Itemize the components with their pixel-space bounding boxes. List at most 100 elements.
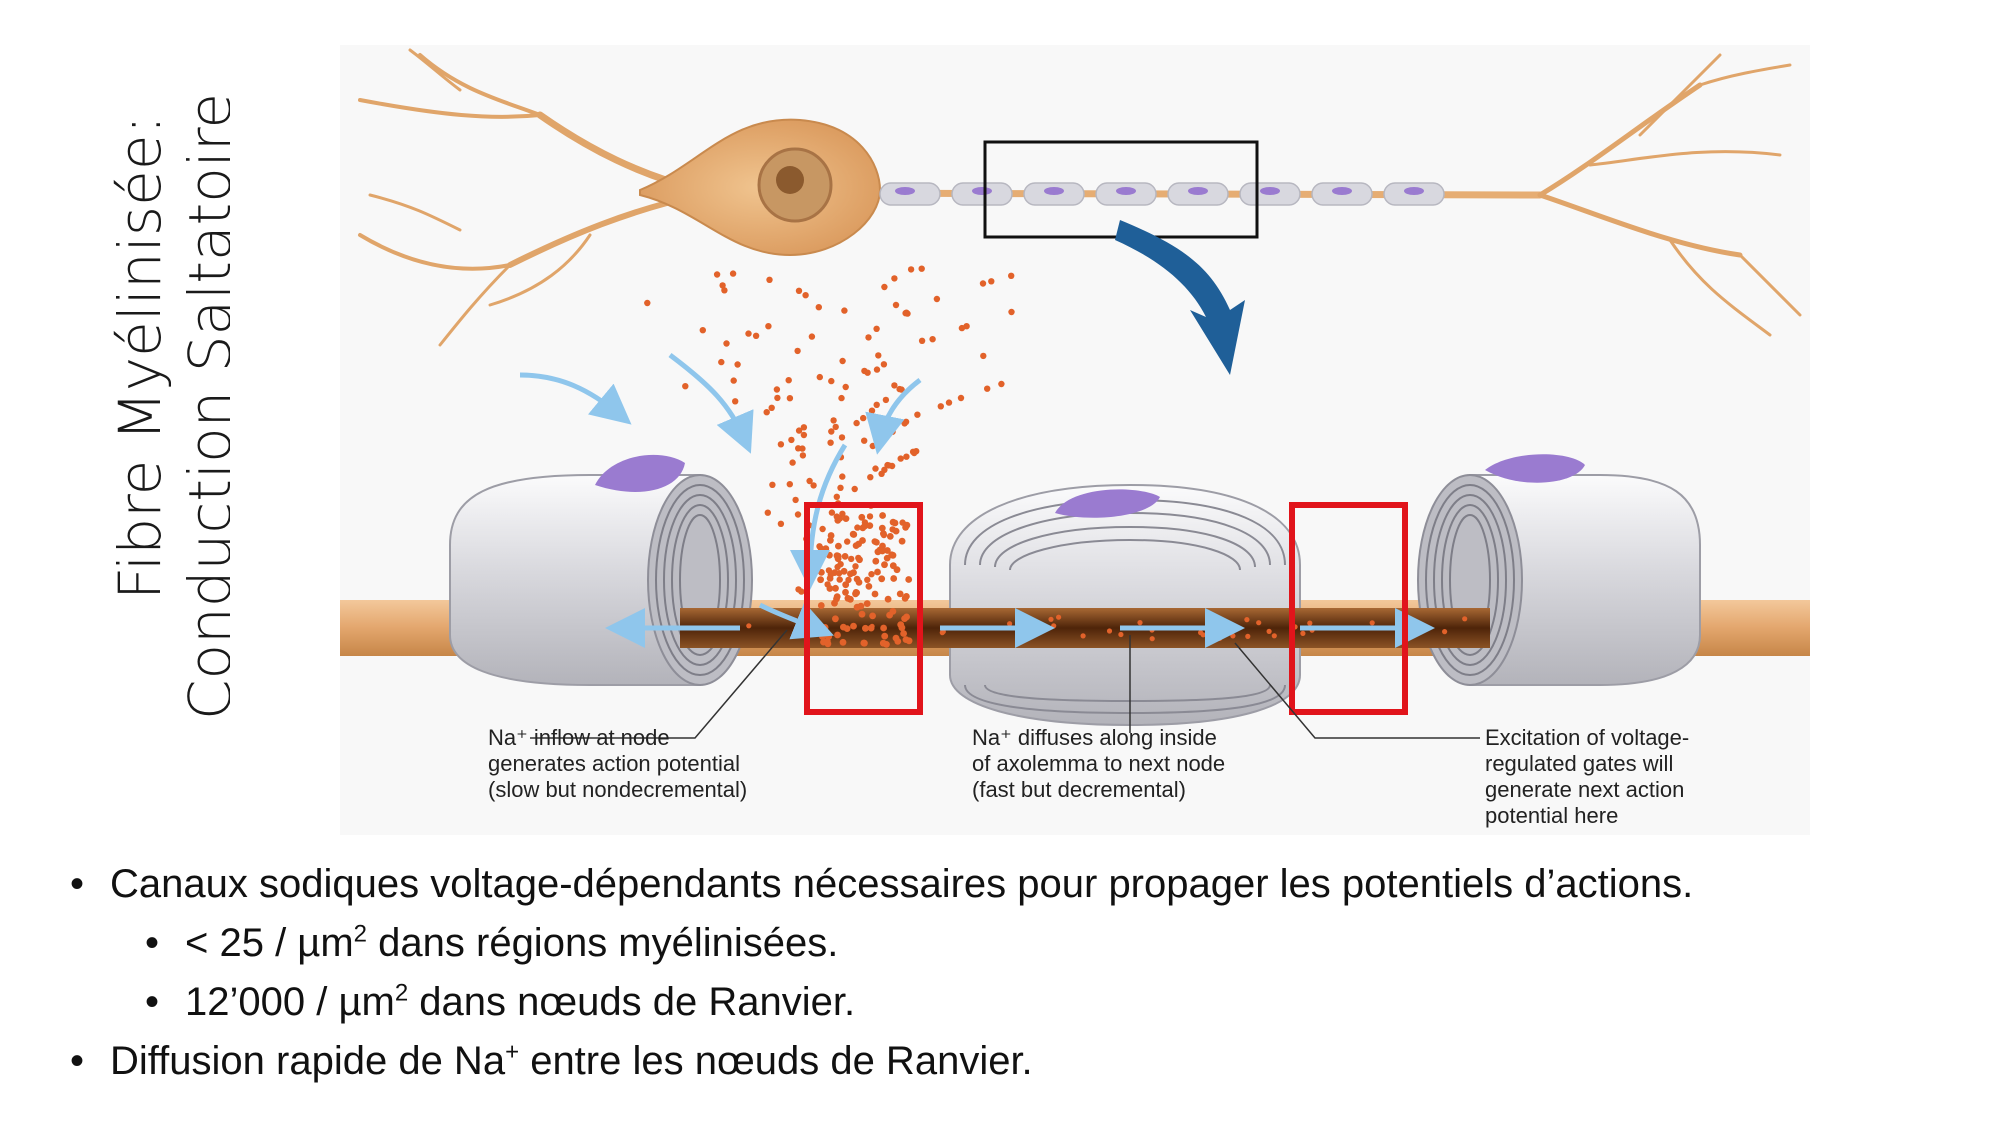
sodium-ion — [873, 366, 881, 373]
sodium-ion — [833, 552, 841, 560]
bullet-dot-icon: • — [145, 921, 160, 965]
sodium-ion — [937, 403, 944, 410]
sodium-ion — [719, 282, 726, 289]
sodium-ion — [900, 630, 907, 637]
sodium-ion — [860, 414, 867, 422]
sodium-ion — [902, 310, 909, 317]
sodium-ion — [799, 452, 807, 459]
sodium-ion — [1048, 616, 1054, 622]
sodium-ion — [892, 301, 900, 309]
sodium-ion — [902, 523, 909, 531]
sodium-ion — [844, 594, 852, 602]
sodium-ion — [810, 482, 817, 489]
sodium-ion — [840, 623, 847, 631]
sodium-ion — [869, 612, 876, 620]
bullet-list: • Canaux sodiques voltage-dépendants néc… — [70, 862, 1970, 1098]
sodium-ion — [1217, 635, 1223, 642]
sodium-ion — [718, 358, 725, 366]
sodium-ion — [795, 445, 802, 452]
sodium-ion — [869, 442, 876, 450]
sodium-ion — [896, 590, 904, 598]
sodium-ion — [872, 557, 880, 565]
sodium-ion — [1442, 629, 1448, 635]
sodium-ion — [766, 276, 773, 283]
sodium-ion — [816, 373, 823, 381]
bullet-item: • Canaux sodiques voltage-dépendants néc… — [70, 862, 1694, 906]
sodium-ion — [873, 401, 880, 408]
sodium-ion — [897, 455, 904, 462]
sodium-ion — [866, 513, 874, 520]
sodium-ion — [856, 556, 863, 564]
sodium-ion — [852, 563, 859, 570]
sodium-ion — [898, 386, 905, 393]
sodium-ion — [827, 439, 834, 446]
sodium-ion — [897, 621, 905, 629]
sodium-ion — [826, 585, 834, 592]
sodium-ion — [884, 461, 891, 469]
sodium-ion — [774, 394, 781, 402]
sodium-ion — [933, 295, 941, 303]
sodium-ion — [874, 568, 881, 576]
sodium-ion — [844, 538, 851, 545]
sodium-ion — [838, 434, 846, 441]
sodium-ion — [822, 545, 830, 553]
sodium-ion — [788, 436, 795, 444]
sodium-ion — [795, 287, 803, 294]
sodium-ion — [901, 595, 909, 602]
sodium-ion — [732, 398, 739, 405]
sodium-ion — [883, 641, 890, 648]
sodium-ion — [847, 570, 854, 578]
sodium-ion — [800, 431, 808, 439]
sodium-ion — [890, 575, 898, 582]
sodium-ion — [765, 323, 772, 330]
caption-middle: Na⁺ diffuses along inside of axolemma to… — [972, 725, 1231, 802]
sodium-ion — [1256, 620, 1262, 626]
sodium-ion — [886, 533, 894, 540]
sodium-ion — [835, 542, 842, 550]
sodium-ion — [918, 337, 926, 344]
sodium-ion — [903, 613, 910, 621]
sodium-ion — [840, 567, 848, 575]
sodium-ion — [746, 623, 752, 629]
sodium-ion — [831, 569, 839, 576]
sodium-ion — [816, 543, 823, 550]
sodium-ion — [903, 453, 910, 460]
sodium-ion — [734, 361, 741, 368]
sodium-ion — [914, 411, 921, 418]
sodium-ion — [830, 417, 837, 424]
sodium-ion — [891, 382, 898, 389]
sodium-ion — [852, 590, 859, 598]
sodium-ion — [836, 576, 843, 583]
myelinated-axon-diagram: Na⁺ inflow at node generates action pote… — [340, 45, 1810, 835]
sodium-ion — [1051, 623, 1057, 629]
leader-lines — [530, 629, 1480, 739]
sodium-ion — [1300, 630, 1306, 637]
node-highlight-next — [1289, 502, 1408, 715]
sodium-ion — [682, 383, 689, 390]
sodium-ion — [911, 449, 918, 457]
sodium-ion — [644, 299, 651, 307]
sodium-ion — [881, 561, 888, 569]
sodium-ion — [892, 527, 900, 535]
sodium-ion — [777, 441, 785, 448]
sodium-ion — [842, 588, 849, 596]
sodium-ion — [786, 481, 793, 488]
sodium-ion — [850, 622, 857, 630]
sodium-ion — [988, 278, 995, 285]
sodium-ion — [1198, 630, 1204, 636]
sodium-ion — [721, 287, 728, 294]
sodium-ion — [984, 385, 991, 392]
sodium-ion — [730, 377, 737, 384]
sodium-ion — [1245, 633, 1251, 640]
sodium-ion — [945, 399, 953, 406]
sodium-ion — [839, 638, 847, 646]
slide-title: Fibre Myélinisée: Conduction Saltatoire — [106, 93, 230, 720]
sodium-ion — [905, 576, 913, 583]
sodium-ion — [865, 583, 873, 590]
sodium-ion — [865, 334, 872, 341]
sodium-ion — [826, 575, 834, 582]
sodium-ion — [821, 624, 829, 631]
sodium-ion — [834, 631, 841, 639]
sodium-ion — [864, 369, 871, 376]
sodium-ion — [853, 419, 860, 427]
